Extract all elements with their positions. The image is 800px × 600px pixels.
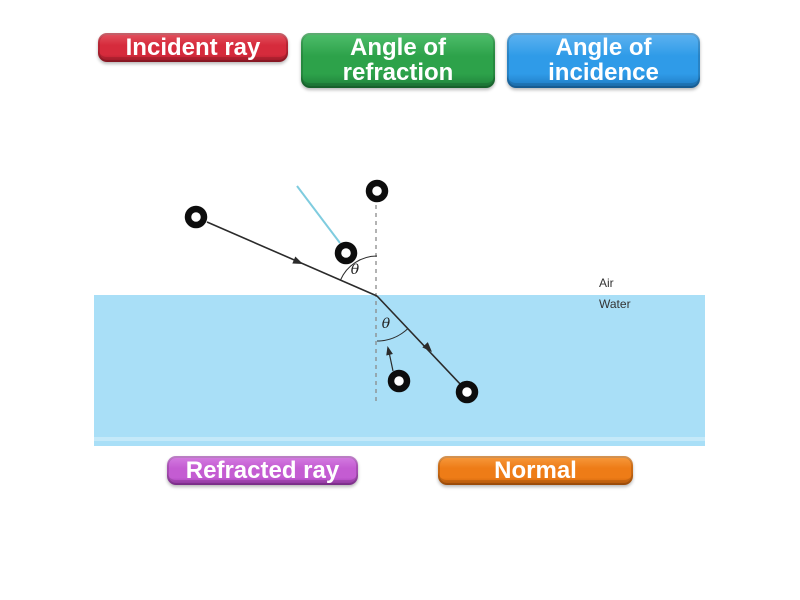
theta-incidence-symbol: θ (350, 262, 360, 278)
water-region-highlight (94, 437, 705, 441)
diagram-pin-2[interactable] (334, 241, 358, 265)
refracted-ray-arrowhead (422, 342, 432, 352)
pointer-arrowhead (386, 346, 393, 356)
tile-label: Normal (494, 457, 577, 484)
tile-angle-of-incidence[interactable]: Angle of incidence (507, 33, 700, 143)
refracted-ray-line (376, 295, 463, 387)
tile-label: Angle of refraction (342, 34, 454, 87)
highlight-line (296, 185, 341, 244)
tile-angle-of-refraction[interactable]: Angle of refraction (301, 33, 495, 143)
pointer-arrow-line (388, 351, 394, 372)
tile-normal[interactable]: Normal (438, 456, 633, 562)
tile-incident-ray[interactable]: Incident ray (98, 33, 288, 143)
tile-box: Incident ray (98, 33, 288, 63)
water-label: Water (599, 297, 631, 311)
diagram-pin-3[interactable] (365, 179, 389, 203)
tile-box: Angle of refraction (301, 33, 495, 88)
tile-box: Normal (438, 456, 633, 486)
tile-box: Refracted ray (167, 456, 358, 486)
diagram-pin-4[interactable] (387, 369, 411, 393)
angle-of-refraction-arc (376, 328, 409, 342)
incident-ray-line (206, 221, 378, 297)
diagram-pin-1[interactable] (184, 205, 208, 229)
angle-of-incidence-arc (340, 255, 378, 281)
tile-label: Angle of incidence (548, 34, 659, 87)
tile-box: Angle of incidence (507, 33, 700, 88)
tile-label: Refracted ray (185, 457, 340, 484)
tile-refracted-ray[interactable]: Refracted ray (167, 456, 358, 562)
theta-refraction-symbol: θ (381, 316, 391, 332)
diagram-pin-5[interactable] (455, 380, 479, 404)
air-label: Air (599, 276, 614, 290)
incident-ray-arrowhead (292, 256, 303, 264)
tile-label: Incident ray (125, 34, 261, 61)
